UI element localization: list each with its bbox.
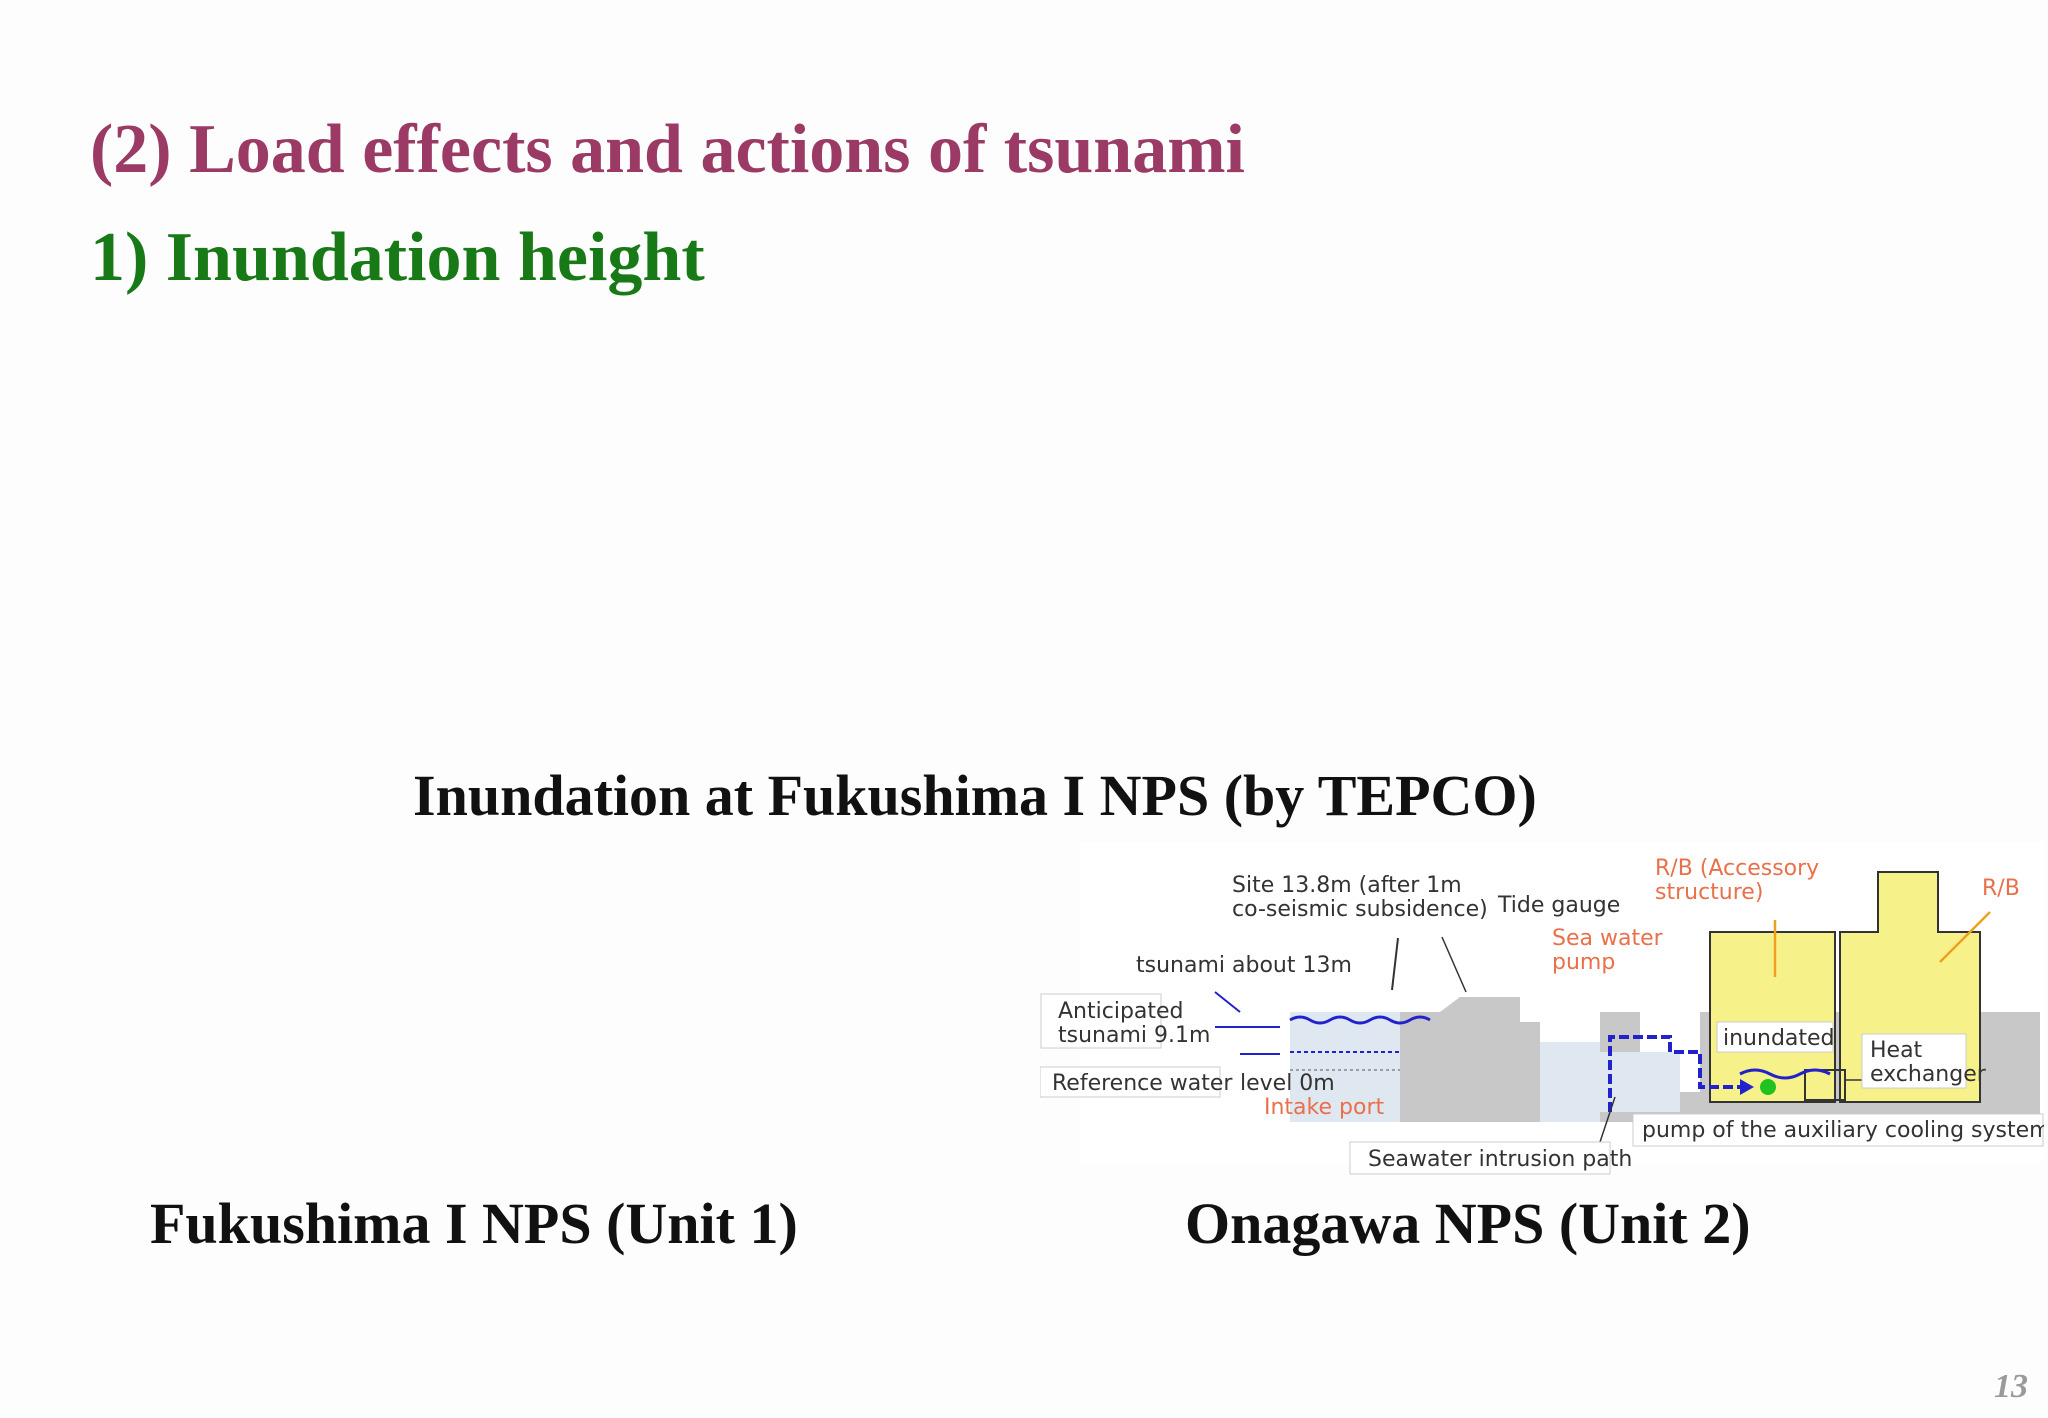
- heat-exchanger-label-1: Heat: [1870, 1038, 1923, 1063]
- inundated-box: [1716, 1021, 1834, 1053]
- sea-water-pump-label-1: Sea water: [1552, 926, 1664, 951]
- inundated-label: inundated: [1723, 1026, 1835, 1051]
- intrusion-arrowhead: [1740, 1079, 1754, 1095]
- anticipated-label-2: tsunami 9.1m: [1058, 1023, 1210, 1048]
- figure-caption-fukushima: Fukushima I NPS (Unit 1): [150, 1191, 798, 1256]
- tide-gauge-label: Tide gauge: [1497, 893, 1620, 918]
- slide-subtitle: 1) Inundation height: [90, 219, 705, 296]
- rb-accessory-label-2: structure): [1655, 880, 1763, 905]
- intake-pit: [1540, 1042, 1600, 1122]
- aux-pump-label: pump of the auxiliary cooling system: [1642, 1118, 2044, 1143]
- site-pointer: [1391, 937, 1399, 991]
- figure-caption-onagawa: Onagawa NPS (Unit 2): [1185, 1191, 1751, 1256]
- auxiliary-pump-icon: [1760, 1079, 1776, 1095]
- figure-caption-tepco: Inundation at Fukushima I NPS (by TEPCO): [413, 763, 1537, 828]
- heat-exchanger-icon: [1804, 1069, 1846, 1101]
- sea-water-pump-label-2: pump: [1552, 950, 1615, 975]
- heat-exchanger-box: [1861, 1033, 1967, 1089]
- rb-accessory-label-1: R/B (Accessory: [1655, 856, 1819, 881]
- anticipated-box: [1040, 993, 1162, 1049]
- reference-label-1: Reference water: [1052, 1071, 1233, 1096]
- tide-gauge-pointer: [1441, 936, 1467, 993]
- rb-arrow: [1939, 911, 1991, 963]
- inundation-water-line: [1739, 1068, 1831, 1080]
- reference-box: [1040, 1066, 1221, 1098]
- intake-port-label: Intake port: [1264, 1095, 1384, 1120]
- page-number: 13: [1994, 1368, 2028, 1405]
- reference-label-2: level 0m: [1240, 1071, 1335, 1096]
- seawater-path-label: Seawater intrusion path: [1368, 1147, 1632, 1172]
- tsunami-13m-arrow: [1214, 991, 1241, 1013]
- seawater-intrusion-path: [1608, 1035, 1740, 1112]
- onagawa-inundation-diagram: Site 13.8m (after 1m co-seismic subsiden…: [1040, 842, 2044, 1178]
- tsunami-13m-label: tsunami about 13m: [1136, 953, 1352, 978]
- aux-pump-box: [1632, 1113, 2044, 1147]
- heat-exchanger-label-2: exchanger: [1870, 1062, 1987, 1087]
- site-label-2: co-seismic subsidence): [1232, 897, 1488, 922]
- intrusion-pointer: [1599, 1096, 1616, 1143]
- site-label-1: Site 13.8m (after 1m: [1232, 873, 1462, 898]
- rb-label: R/B: [1982, 876, 2020, 901]
- tsunami-wave-line: [1289, 1015, 1431, 1025]
- slide-title: (2) Load effects and actions of tsunami: [90, 111, 1245, 188]
- intrusion-box: [1349, 1141, 1611, 1175]
- anticipated-label-1: Anticipated: [1058, 999, 1184, 1024]
